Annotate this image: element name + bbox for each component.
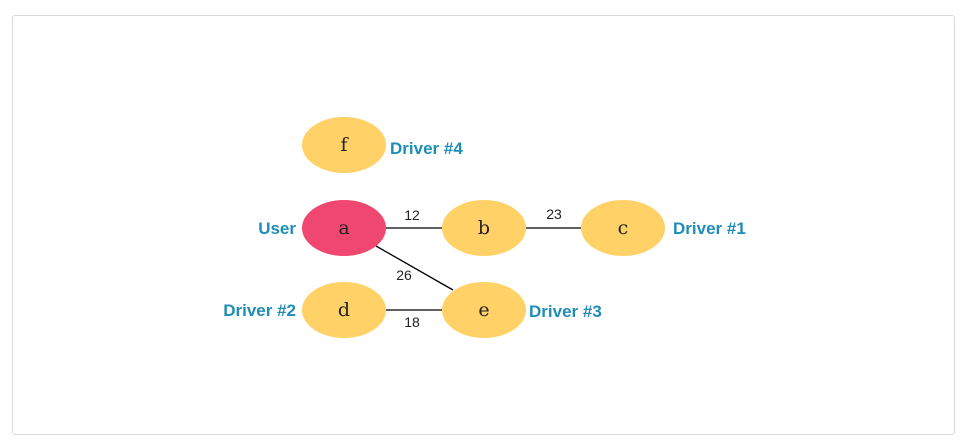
node-e-label: e xyxy=(478,299,489,321)
node-d-label: d xyxy=(338,299,350,321)
node-b-label: b xyxy=(478,217,490,239)
edge-weights: 12 23 26 18 xyxy=(396,206,562,330)
node-b-shape xyxy=(442,200,526,256)
edge-weight-d-e: 18 xyxy=(404,314,420,330)
node-f-label: f xyxy=(340,134,349,156)
role-labels: Driver #4 User Driver #1 Driver #2 Drive… xyxy=(223,139,746,321)
node-b[interactable]: b xyxy=(442,200,526,256)
edges xyxy=(375,227,581,311)
role-label-f: Driver #4 xyxy=(390,139,463,158)
edge-weight-b-c: 23 xyxy=(546,206,562,222)
node-c[interactable]: c xyxy=(581,200,665,256)
role-label-c: Driver #1 xyxy=(673,219,746,238)
edge-a-e xyxy=(375,245,454,291)
role-label-d: Driver #2 xyxy=(223,301,296,320)
node-a[interactable]: a xyxy=(302,200,386,256)
node-e-shape xyxy=(442,282,526,338)
role-label-e: Driver #3 xyxy=(529,302,602,321)
node-d-shape xyxy=(302,282,386,338)
node-a-label: a xyxy=(338,217,349,239)
node-d[interactable]: d xyxy=(302,282,386,338)
node-a-shape xyxy=(302,200,386,256)
node-c-shape xyxy=(581,200,665,256)
edge-weight-a-b: 12 xyxy=(404,207,420,223)
node-c-label: c xyxy=(618,217,629,239)
edge-weight-a-e: 26 xyxy=(396,267,412,283)
role-label-a: User xyxy=(258,219,296,238)
node-f[interactable]: f xyxy=(302,117,386,173)
node-e[interactable]: e xyxy=(442,282,526,338)
node-f-shape xyxy=(302,117,386,173)
